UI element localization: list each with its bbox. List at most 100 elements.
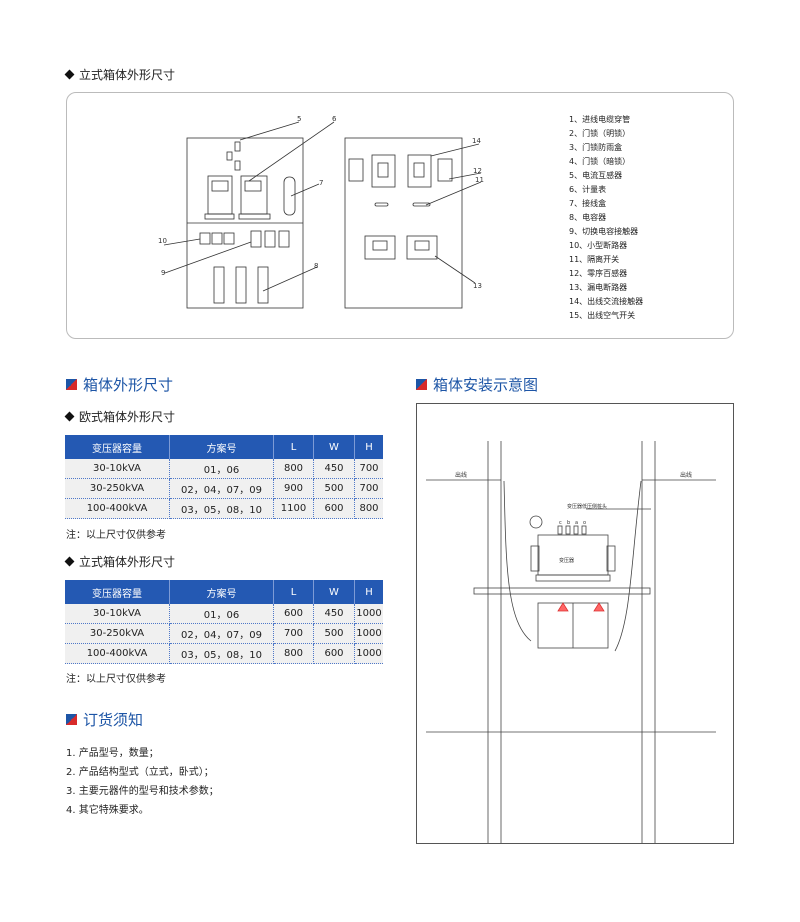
cell: 700 <box>354 478 383 499</box>
table-note: 注：以上尺寸仅供参考 <box>66 530 166 541</box>
legend-item: 13、漏电断路器 <box>569 283 628 292</box>
cell: 800 <box>273 643 314 664</box>
cell: 500 <box>313 478 355 499</box>
legend-item: 12、零序百感器 <box>569 269 628 278</box>
installation-drawing: 出线 出线 变压器低压侧桩头 变压器 c b a o <box>426 441 716 843</box>
list-item: 1. 产品型号，数量； <box>66 748 159 759</box>
section-flag-icon <box>66 714 77 725</box>
cell: 100-400kVA <box>65 643 170 664</box>
cell: 600 <box>273 604 314 624</box>
legend-item: 6、计量表 <box>569 185 607 194</box>
outlet-label-right: 出线 <box>680 471 692 479</box>
cell: 30-10kVA <box>65 604 170 624</box>
cell: 02，04，07，09 <box>169 623 274 644</box>
legend-item: 7、接线盒 <box>569 199 607 208</box>
list-item: 4. 其它特殊要求。 <box>66 805 149 816</box>
heading-text: 立式箱体外形尺寸 <box>79 555 176 569</box>
table-note: 注：以上尺寸仅供参考 <box>66 674 166 685</box>
list-item: 3. 主要元器件的型号和技术参数； <box>66 786 219 797</box>
legend-item: 14、出线交流接触器 <box>569 297 644 306</box>
cell: 03，05，08，10 <box>169 643 274 664</box>
table-2-heading: 立式箱体外形尺寸 <box>64 553 176 570</box>
column-header: H <box>354 580 383 604</box>
cell: 01，06 <box>169 459 274 479</box>
column-header: L <box>273 580 314 604</box>
phase-label: o <box>583 520 586 526</box>
installation-diagram: 出线 出线 变压器低压侧桩头 变压器 c b a o <box>416 403 734 844</box>
diamond-icon <box>64 69 75 80</box>
column-header: 变压器容量 <box>65 435 170 459</box>
transformer-label: 变压器 <box>559 557 574 564</box>
column-header: 方案号 <box>169 435 274 459</box>
callout-9: 9 <box>161 269 165 277</box>
diamond-icon <box>64 556 75 567</box>
heading-text: 箱体外形尺寸 <box>83 376 174 394</box>
heading-text: 立式箱体外形尺寸 <box>79 68 176 82</box>
callout-8: 8 <box>314 262 318 270</box>
legend-item: 15、出线空气开关 <box>569 311 636 320</box>
column-header: W <box>313 580 355 604</box>
cell: 800 <box>354 498 383 519</box>
terminal-label: 变压器低压侧桩头 <box>567 503 607 510</box>
order-notes-heading: 订货须知 <box>66 709 143 730</box>
cell: 800 <box>273 459 314 479</box>
phase-label: b <box>567 520 570 526</box>
cell: 1000 <box>354 643 383 664</box>
installation-heading: 箱体安装示意图 <box>416 374 538 395</box>
callout-5: 5 <box>297 115 301 123</box>
section-vertical-box-heading: 立式箱体外形尺寸 <box>64 66 176 83</box>
legend-item: 4、门锁（暗锁） <box>569 157 631 166</box>
callout-14: 14 <box>472 137 481 145</box>
cell: 1100 <box>273 498 314 519</box>
cell: 1000 <box>354 604 383 624</box>
callout-13: 13 <box>473 282 482 290</box>
legend-item: 9、切换电容接触器 <box>569 227 639 236</box>
legend-item: 10、小型断路器 <box>569 241 628 250</box>
column-header: W <box>313 435 355 459</box>
cell: 1000 <box>354 623 383 644</box>
component-legend: 1、进线电缆穿管 2、门锁（明锁） 3、门锁防雨盒 4、门锁（暗锁） 5、电流互… <box>569 113 643 323</box>
legend-item: 11、隔离开关 <box>569 255 620 264</box>
cell: 01，06 <box>169 604 274 624</box>
section-flag-icon <box>66 379 77 390</box>
order-notes-list: 1. 产品型号，数量； 2. 产品结构型式（立式，卧式）； 3. 主要元器件的型… <box>66 744 219 820</box>
cabinet-layout-drawing: 5 6 7 8 9 10 11 12 13 14 <box>158 115 484 309</box>
callout-10: 10 <box>158 237 167 245</box>
column-header: L <box>273 435 314 459</box>
legend-item: 2、门锁（明锁） <box>569 129 631 138</box>
cell: 700 <box>273 623 314 644</box>
cell: 450 <box>313 604 355 624</box>
legend-item: 1、进线电缆穿管 <box>569 115 631 124</box>
section-flag-icon <box>416 379 427 390</box>
column-header: 变压器容量 <box>65 580 170 604</box>
cell: 03，05，08，10 <box>169 498 274 519</box>
callout-12: 12 <box>473 167 482 175</box>
outlet-label-left: 出线 <box>455 471 467 479</box>
cell: 450 <box>313 459 355 479</box>
phase-label: c <box>559 520 562 526</box>
cell: 30-250kVA <box>65 478 170 499</box>
heading-text: 订货须知 <box>83 711 144 729</box>
cell: 700 <box>354 459 383 479</box>
column-header: H <box>354 435 383 459</box>
diamond-icon <box>64 411 75 422</box>
legend-item: 3、门锁防雨盒 <box>569 143 623 152</box>
cell: 900 <box>273 478 314 499</box>
callout-6: 6 <box>332 115 337 123</box>
cabinet-inner-panel <box>344 137 463 309</box>
column-header: 方案号 <box>169 580 274 604</box>
legend-item: 8、电容器 <box>569 213 607 222</box>
cell: 600 <box>313 498 355 519</box>
cell: 600 <box>313 643 355 664</box>
cell: 30-10kVA <box>65 459 170 479</box>
cell: 02，04，07，09 <box>169 478 274 499</box>
dimensions-heading: 箱体外形尺寸 <box>66 374 173 395</box>
